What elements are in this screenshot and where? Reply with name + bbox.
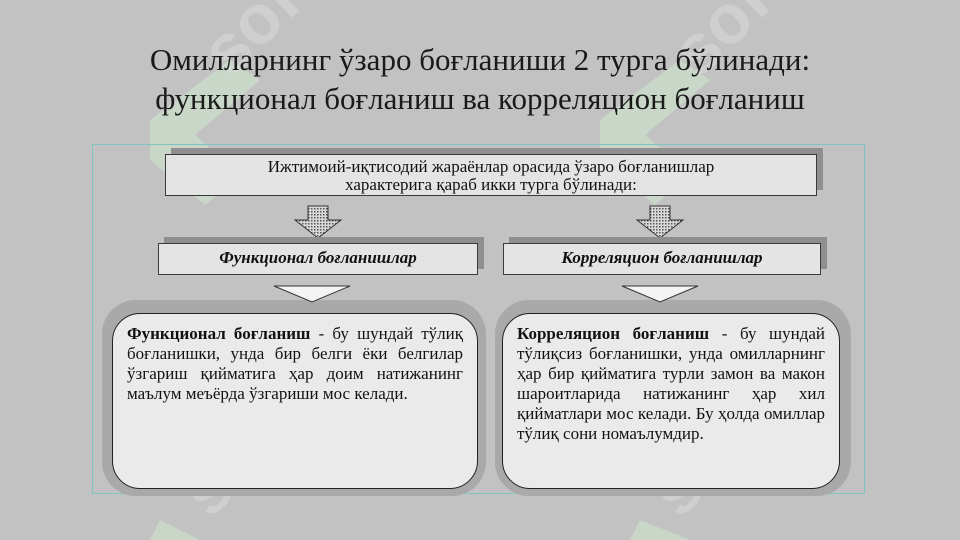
definition-correlational-term: Корреляцион боғланиш (517, 324, 710, 343)
top-box: Ижтимоий-иқтисодий жараёнлар орасида ўза… (165, 154, 817, 196)
definition-correlational: Корреляцион боғланиш - бу шундай тўлиқси… (502, 313, 840, 489)
slide-title-line-2: функционал боғланиш ва корреляцион боғла… (155, 81, 805, 116)
category-correlational-label: Корреляцион боғланишлар (561, 248, 763, 267)
callout-arrow-right (621, 285, 699, 303)
top-box-line-2: характерига қараб икки турга бўлинади: (345, 175, 637, 194)
definition-correlational-body: бу шундай тўлиқсиз боғланишки, унда омил… (517, 324, 825, 443)
category-functional-label: Функционал боғланишлар (219, 248, 417, 267)
down-arrow-left (293, 205, 343, 239)
definition-functional-term: Функционал боғланиш (127, 324, 311, 343)
down-arrow-right (635, 205, 685, 239)
watermark-logo-bottom-left (150, 520, 200, 540)
definition-functional-body: бу шундай тўлиқ боғланишки, унда бир бел… (127, 324, 463, 403)
category-functional: Функционал боғланишлар (158, 243, 478, 275)
definition-functional-text: Функционал боғланиш - бу шундай тўлиқ бо… (127, 324, 463, 404)
definition-functional-dash: - (310, 324, 333, 343)
callout-arrow-left (273, 285, 351, 303)
definition-correlational-text: Корреляцион боғланиш - бу шундай тўлиқси… (517, 324, 825, 444)
slide-title: Омилларнинг ўзаро боғланиши 2 турга бўли… (0, 40, 960, 118)
watermark-logo-bottom-right (630, 520, 690, 540)
category-correlational: Корреляцион боғланишлар (503, 243, 821, 275)
definition-correlational-dash: - (709, 324, 740, 343)
diagram-frame (92, 144, 865, 494)
slide-title-line-1: Омилларнинг ўзаро боғланиши 2 турга бўли… (149, 42, 811, 77)
top-box-line-1: Ижтимоий-иқтисодий жараёнлар орасида ўза… (267, 157, 715, 176)
definition-functional: Функционал боғланиш - бу шундай тўлиқ бо… (112, 313, 478, 489)
